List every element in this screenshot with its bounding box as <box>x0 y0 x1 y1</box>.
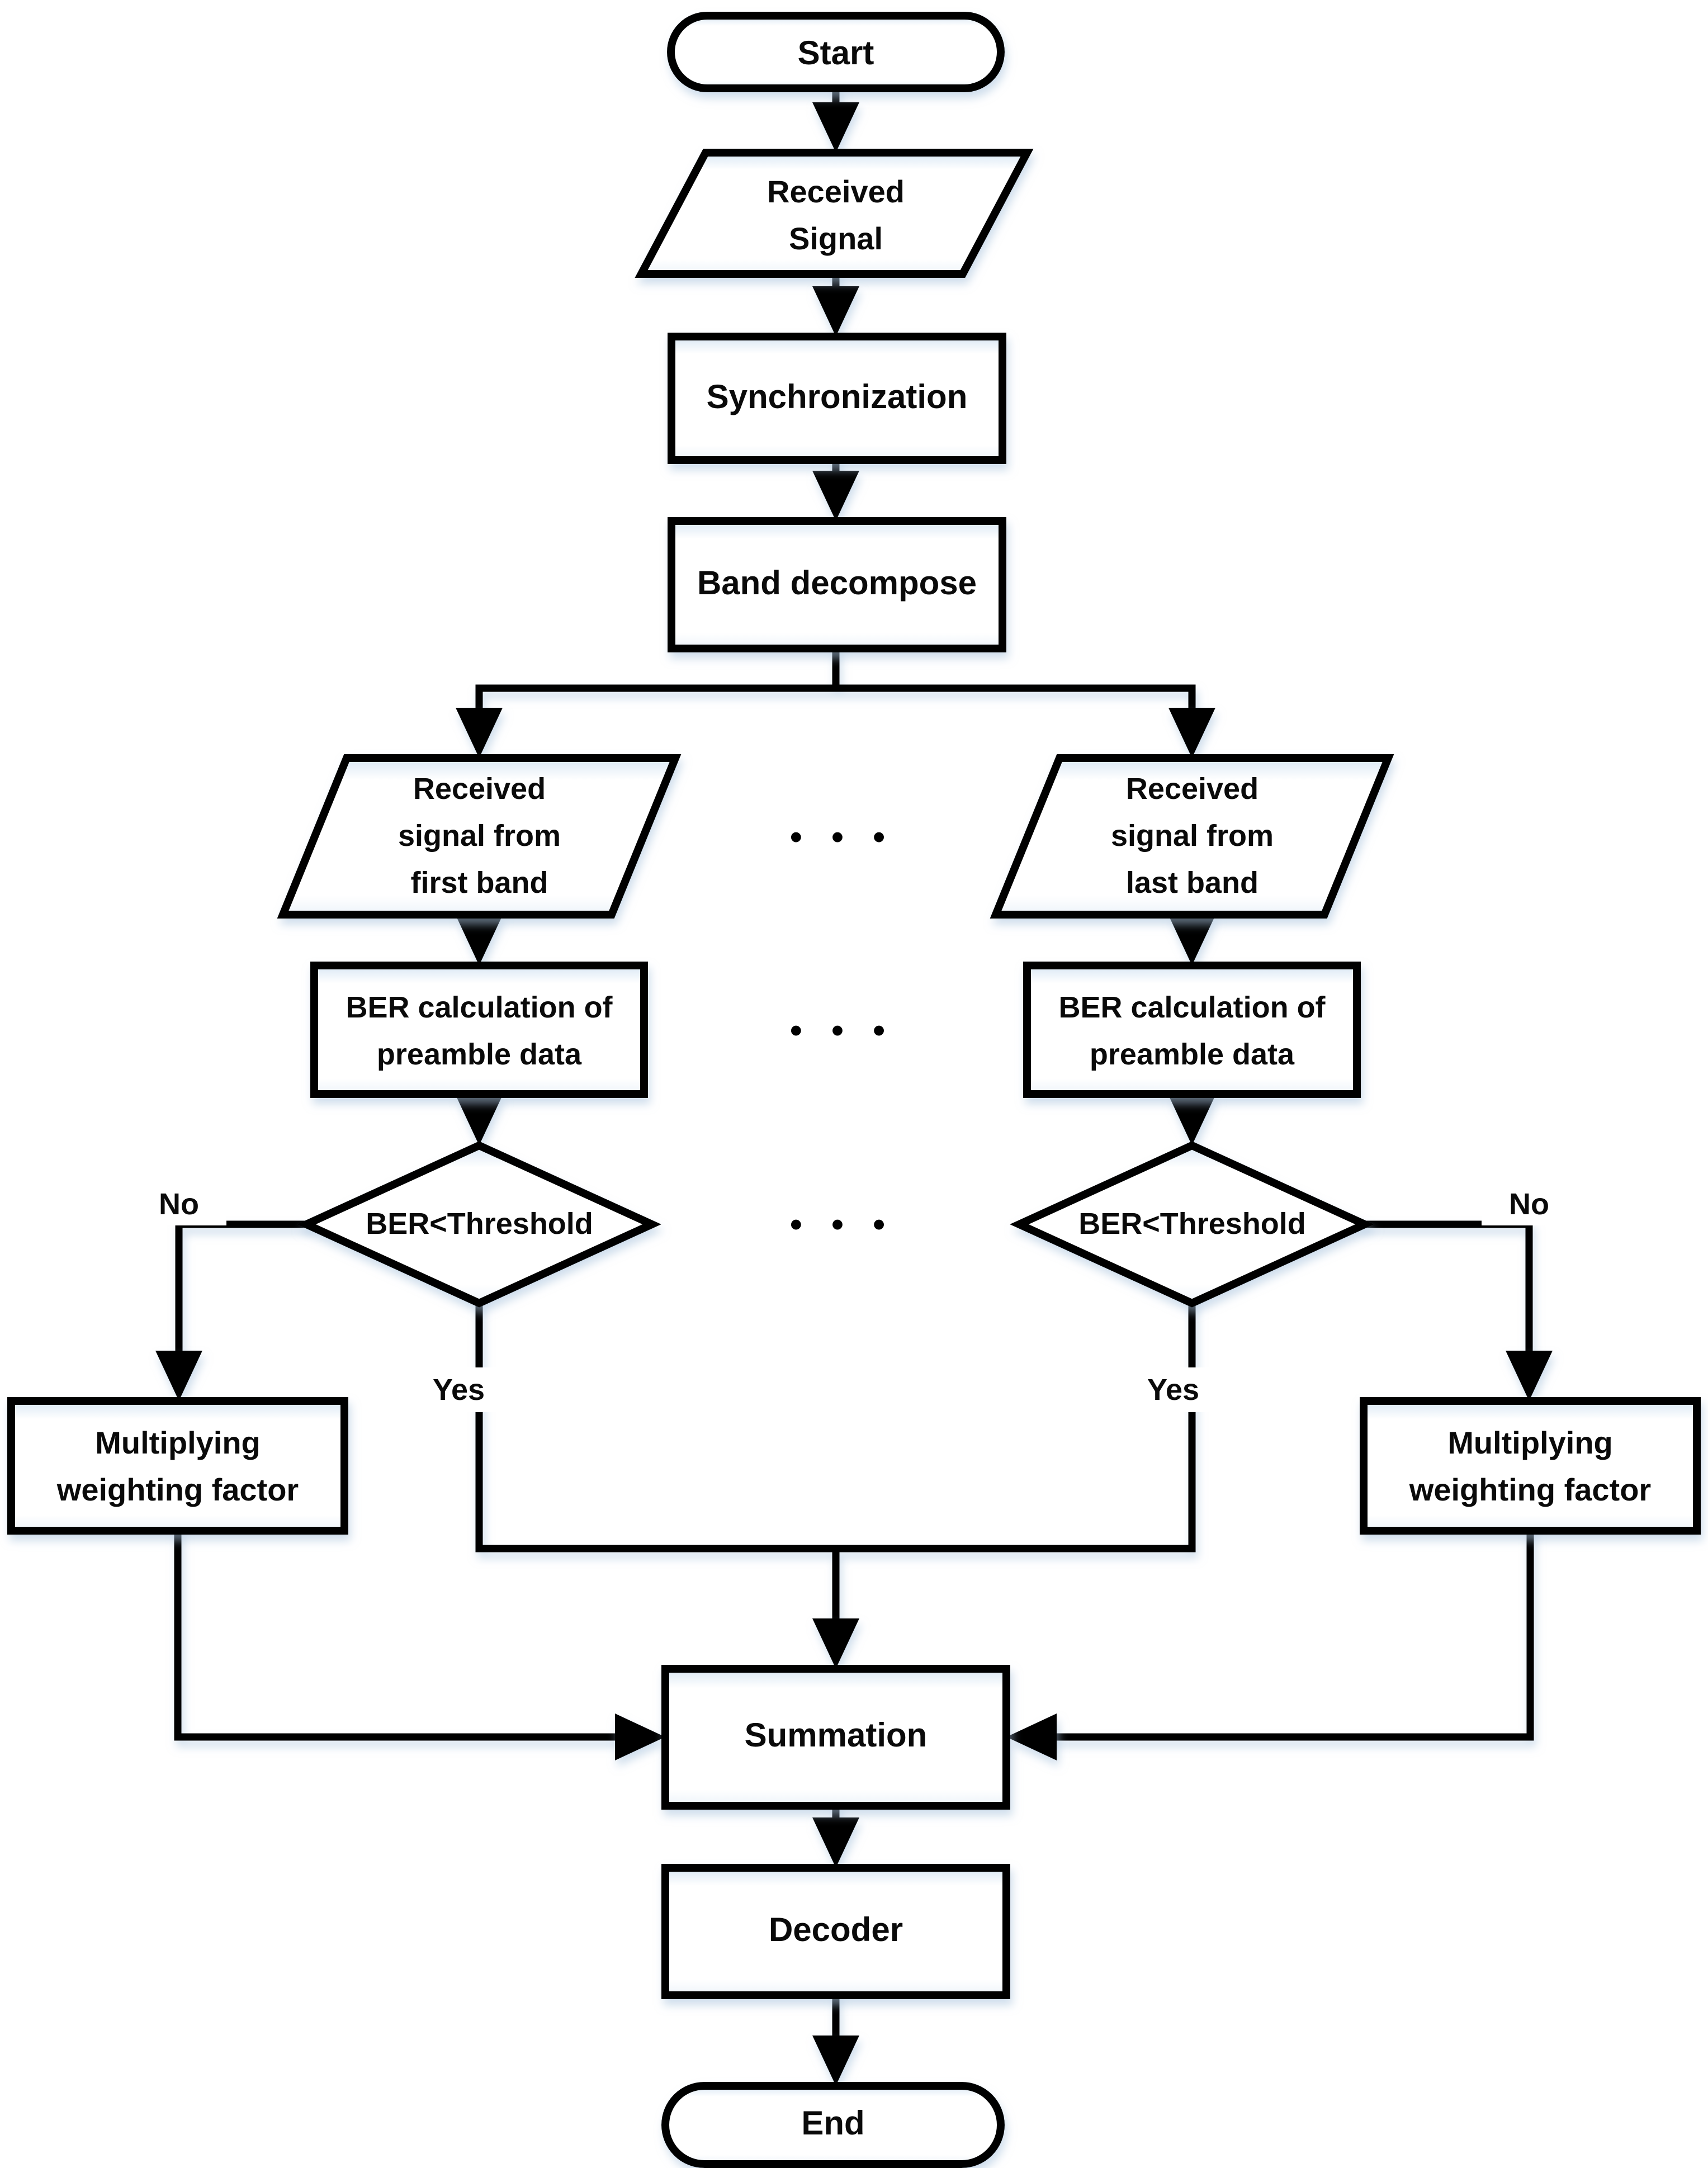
arrowhead-into-synchronization <box>812 286 859 337</box>
no-label-last: No <box>1482 1183 1577 1225</box>
node-shapes <box>7 12 1701 2168</box>
arrowhead-into-ber-calc-last <box>1168 915 1215 965</box>
edge-band-decompose-split <box>475 645 1196 715</box>
yes-label-first-text: Yes <box>432 1373 485 1407</box>
ellipsis-bands-row3-text: • • • <box>789 1205 889 1244</box>
ber-calc-last-line2: preamble data <box>1089 1037 1295 1071</box>
ber-calc-first-box-shape <box>310 962 648 1098</box>
synchronization-box-shape <box>668 333 1006 464</box>
band-decompose-box-shape <box>668 517 1006 652</box>
received-signal-line1: Received <box>767 174 905 209</box>
received-signal-parallelogram-shape <box>635 149 1034 278</box>
end-label-text: End <box>801 2104 865 2142</box>
yes-label-first: Yes <box>410 1367 508 1412</box>
end-label: End <box>665 2086 1001 2161</box>
received-first-band-line3: first band <box>410 865 548 900</box>
received-first-band-line2: signal from <box>398 819 561 853</box>
summation-label-text: Summation <box>744 1716 928 1754</box>
edge-weighting-first-to-summation <box>174 1527 622 1741</box>
no-label-last-text: No <box>1509 1187 1549 1221</box>
arrowhead-into-band-decompose <box>812 471 859 521</box>
synchronization-label-text: Synchronization <box>706 377 968 415</box>
arrowhead-into-received-signal <box>812 102 859 153</box>
ellipsis-bands-row2: • • • <box>755 1002 923 1058</box>
edge-join-to-summation <box>475 1545 1196 1625</box>
arrowhead-into-received-first-band <box>456 708 503 758</box>
arrowhead-into-summation-left <box>615 1713 665 1760</box>
received-first-band-label: Received signal from first band <box>305 765 654 908</box>
weighting-last-line2: weighting factor <box>1409 1471 1652 1507</box>
yes-label-last: Yes <box>1124 1367 1222 1412</box>
ber-threshold-first-label: BER<Threshold <box>327 1191 632 1258</box>
arrowhead-into-decision-first <box>456 1095 503 1145</box>
received-signal-line2: Signal <box>788 221 883 256</box>
ellipsis-bands-row1-text: • • • <box>789 817 889 856</box>
arrowhead-into-summation-right <box>1006 1713 1057 1760</box>
summation-label: Summation <box>665 1669 1006 1802</box>
decoder-box-shape <box>661 1864 1010 1999</box>
weighting-last-label: Multiplying weighting factor <box>1364 1409 1697 1523</box>
arrowhead-into-decision-last <box>1168 1095 1215 1145</box>
ber-threshold-last-label: BER<Threshold <box>1040 1191 1345 1258</box>
summation-box-shape <box>661 1665 1010 1810</box>
arrowhead-into-weighting-first <box>155 1351 202 1401</box>
weighting-last-box-shape <box>1360 1397 1701 1535</box>
yes-label-last-text: Yes <box>1147 1373 1200 1407</box>
ber-threshold-first-diamond-shape <box>297 1141 661 1308</box>
ellipsis-bands-row1: • • • <box>755 809 923 865</box>
received-signal-label: Received Signal <box>665 163 1006 267</box>
start-label-text: Start <box>797 34 874 72</box>
ber-calc-first-line2: preamble data <box>376 1037 582 1071</box>
arrowheads <box>155 102 1553 2086</box>
no-label-first-text: No <box>159 1187 199 1221</box>
weighting-first-line1: Multiplying <box>95 1424 261 1460</box>
received-last-band-line1: Received <box>1125 772 1259 806</box>
band-decompose-label-text: Band decompose <box>697 564 977 602</box>
edge-no-first <box>175 1220 313 1358</box>
arrowhead-into-summation-top <box>812 1618 859 1669</box>
ber-threshold-last-diamond-shape <box>1010 1141 1374 1308</box>
ellipsis-bands-row2-text: • • • <box>789 1011 889 1050</box>
edge-no-last <box>1359 1220 1533 1358</box>
band-decompose-label: Band decompose <box>671 521 1002 645</box>
arrowhead-into-end <box>812 2036 859 2086</box>
edge-weighting-last-to-summation <box>1049 1527 1534 1741</box>
arrowhead-into-decoder <box>812 1817 859 1868</box>
ber-calc-first-label: BER calculation of preamble data <box>314 974 644 1088</box>
weighting-first-label: Multiplying weighting factor <box>11 1409 344 1523</box>
ber-calc-last-label: BER calculation of preamble data <box>1027 974 1357 1088</box>
received-last-band-line3: last band <box>1125 865 1259 900</box>
synchronization-label: Synchronization <box>671 337 1002 457</box>
ber-threshold-last-text: BER<Threshold <box>1078 1207 1306 1241</box>
decoder-label: Decoder <box>665 1868 1006 1992</box>
ber-calc-last-box-shape <box>1023 962 1361 1098</box>
ber-calc-first-line1: BER calculation of <box>346 990 613 1024</box>
weighting-first-line2: weighting factor <box>56 1471 299 1507</box>
received-last-band-parallelogram-shape <box>990 754 1394 919</box>
decoder-label-text: Decoder <box>768 1911 903 1948</box>
start-label: Start <box>674 20 998 87</box>
arrowhead-into-received-last-band <box>1168 708 1215 758</box>
ber-threshold-first-text: BER<Threshold <box>366 1207 593 1241</box>
received-first-band-parallelogram-shape <box>277 754 682 919</box>
arrowhead-into-ber-calc-first <box>456 915 503 965</box>
weighting-first-box-shape <box>7 1397 348 1535</box>
received-last-band-label: Received signal from last band <box>1018 765 1367 908</box>
ellipsis-bands-row3: • • • <box>755 1196 923 1252</box>
start-terminator-shape <box>667 12 1005 92</box>
received-first-band-line1: Received <box>413 772 546 806</box>
ber-calc-last-line1: BER calculation of <box>1058 990 1326 1024</box>
received-last-band-line2: signal from <box>1110 819 1274 853</box>
weighting-last-line1: Multiplying <box>1447 1424 1613 1460</box>
arrowhead-into-weighting-last <box>1506 1351 1553 1401</box>
end-terminator-shape <box>661 2082 1005 2168</box>
no-label-first: No <box>131 1183 226 1225</box>
